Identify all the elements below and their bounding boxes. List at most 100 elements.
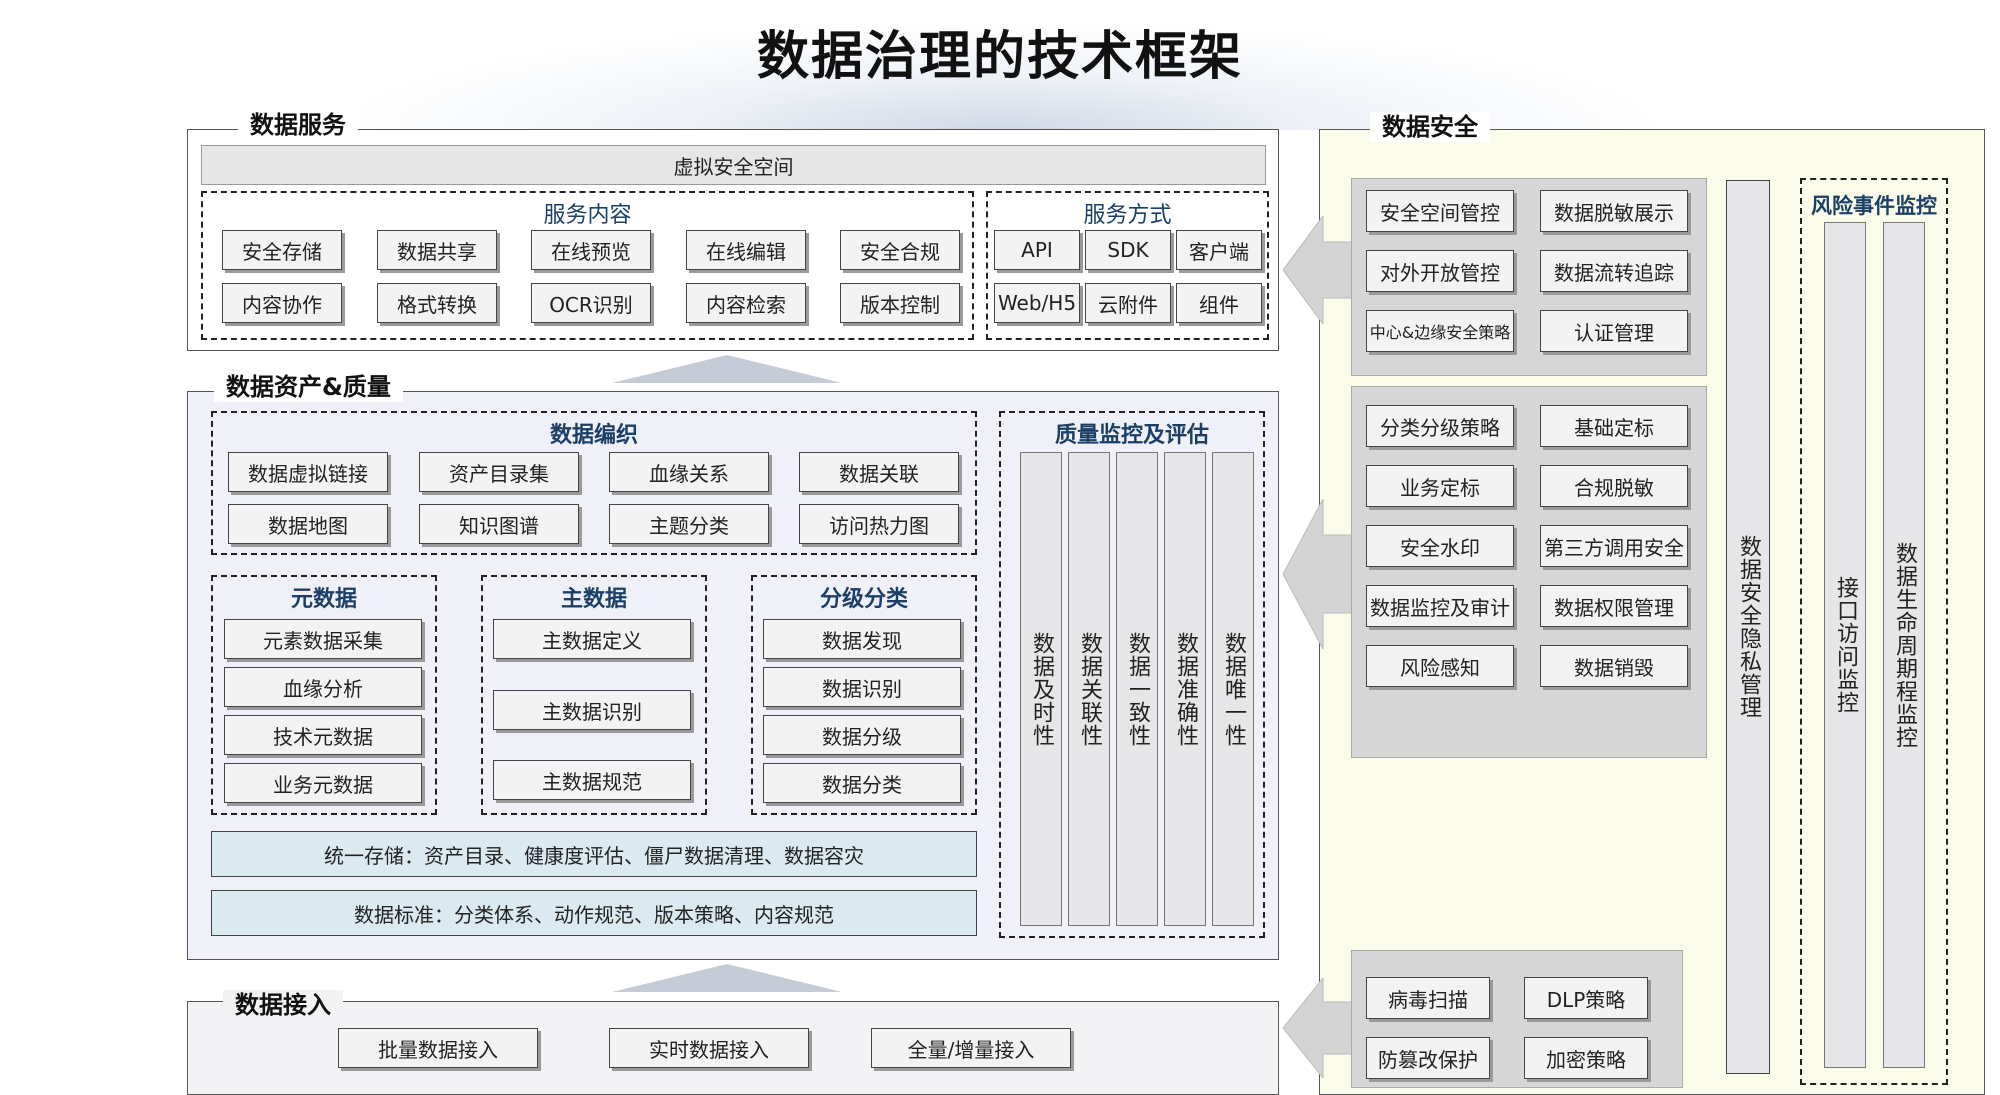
metadata-item: 业务元数据 (224, 763, 422, 803)
service-content-title: 服务内容 (543, 203, 632, 228)
risk-monitor-item-label: 接口访问监控 (1833, 576, 1858, 714)
weaving-item: 数据关联 (799, 452, 959, 492)
master-data-item: 主数据定义 (493, 619, 691, 659)
risk-monitor-title: 风险事件监控 (1811, 194, 1937, 218)
grading-item: 数据发现 (763, 619, 961, 659)
grading-title: 分级分类 (819, 587, 908, 612)
data-standard-bar: 数据标准：分类体系、动作规范、版本策略、内容规范 (211, 890, 977, 936)
weaving-item: 访问热力图 (799, 504, 959, 544)
quality-item: 数据唯一性 (1212, 452, 1254, 926)
security-item: 业务定标 (1366, 465, 1514, 507)
security-item: 对外开放管控 (1366, 250, 1514, 292)
master-data-group: 主数据 (481, 575, 707, 815)
quality-item-label: 数据一致性 (1125, 631, 1150, 747)
security-item: 合规脱敏 (1540, 465, 1688, 507)
service-content-item: 格式转换 (377, 283, 497, 323)
quality-item: 数据及时性 (1020, 452, 1062, 926)
weaving-item: 数据虚拟链接 (228, 452, 388, 492)
arrow-up-to-assets (612, 964, 842, 992)
arrow-left-to-assets (1283, 499, 1353, 649)
master-data-item: 主数据识别 (493, 690, 691, 730)
quality-item-label: 数据及时性 (1029, 631, 1054, 747)
risk-monitor-group: 风险事件监控 (1800, 178, 1948, 1085)
title-glow (330, 20, 1670, 130)
security-item: 数据监控及审计 (1366, 585, 1514, 627)
unified-storage-bar: 统一存储：资产目录、健康度评估、僵尸数据清理、数据容灾 (211, 831, 977, 877)
risk-monitor-item: 接口访问监控 (1824, 222, 1866, 1068)
security-item: 中心&边缘安全策略 (1366, 310, 1514, 352)
data-security-title: 数据安全 (1370, 112, 1490, 142)
data-weaving-group: 数据编织 (211, 411, 977, 555)
security-item: 安全空间管控 (1366, 190, 1514, 232)
security-item: 分类分级策略 (1366, 405, 1514, 447)
quality-monitor-title: 质量监控及评估 (1054, 423, 1209, 448)
quality-item: 数据一致性 (1116, 452, 1158, 926)
security-item: 数据流转追踪 (1540, 250, 1688, 292)
risk-monitor-item-label: 数据生命周期程监控 (1892, 541, 1917, 749)
service-content-item: 数据共享 (377, 230, 497, 270)
weaving-item: 血缘关系 (609, 452, 769, 492)
master-data-title: 主数据 (560, 587, 627, 612)
access-item: 实时数据接入 (609, 1028, 809, 1068)
metadata-item: 血缘分析 (224, 667, 422, 707)
security-item: 数据脱敏展示 (1540, 190, 1688, 232)
metadata-item: 技术元数据 (224, 715, 422, 755)
weaving-item: 资产目录集 (419, 452, 579, 492)
security-item: 病毒扫描 (1366, 977, 1490, 1019)
security-item: 第三方调用安全 (1540, 525, 1688, 567)
security-item: DLP策略 (1524, 977, 1648, 1019)
data-service-title: 数据服务 (238, 110, 358, 140)
security-item: 加密策略 (1524, 1037, 1648, 1079)
security-item: 认证管理 (1540, 310, 1688, 352)
arrow-left-to-access (1283, 978, 1353, 1078)
grading-item: 数据分级 (763, 715, 961, 755)
service-content-item: 安全合规 (840, 230, 960, 270)
data-weaving-title: 数据编织 (549, 423, 638, 448)
weaving-item: 数据地图 (228, 504, 388, 544)
service-method-item: API (994, 230, 1080, 270)
grading-item: 数据识别 (763, 667, 961, 707)
service-method-group: 服务方式 (986, 191, 1269, 340)
security-item: 数据权限管理 (1540, 585, 1688, 627)
service-content-item: OCR识别 (531, 283, 651, 323)
grading-item: 数据分类 (763, 763, 961, 803)
privacy-management-label: 数据安全隐私管理 (1736, 535, 1761, 719)
service-method-item: 客户端 (1176, 230, 1262, 270)
service-content-group: 服务内容 (201, 191, 974, 340)
service-method-title: 服务方式 (1083, 203, 1172, 228)
quality-item-label: 数据唯一性 (1221, 631, 1246, 747)
access-item: 批量数据接入 (338, 1028, 538, 1068)
service-content-item: 在线编辑 (686, 230, 806, 270)
metadata-group: 元数据 (211, 575, 437, 815)
service-content-item: 内容协作 (222, 283, 342, 323)
metadata-title: 元数据 (290, 587, 357, 612)
quality-monitor-group: 质量监控及评估 (999, 411, 1265, 938)
metadata-item: 元素数据采集 (224, 619, 422, 659)
security-group-2 (1351, 386, 1707, 758)
virtual-space-bar: 虚拟安全空间 (201, 145, 1266, 185)
quality-item-label: 数据准确性 (1173, 631, 1198, 747)
arrow-left-to-service (1283, 216, 1353, 324)
service-content-item: 在线预览 (531, 230, 651, 270)
quality-item: 数据关联性 (1068, 452, 1110, 926)
security-item: 安全水印 (1366, 525, 1514, 567)
data-access-title: 数据接入 (223, 990, 343, 1020)
risk-monitor-item: 数据生命周期程监控 (1883, 222, 1925, 1068)
security-item: 基础定标 (1540, 405, 1688, 447)
quality-item-label: 数据关联性 (1077, 631, 1102, 747)
weaving-item: 知识图谱 (419, 504, 579, 544)
service-method-item: Web/H5 (994, 283, 1080, 323)
asset-quality-title: 数据资产&质量 (214, 372, 403, 402)
service-content-item: 安全存储 (222, 230, 342, 270)
service-method-item: 组件 (1176, 283, 1262, 323)
security-item: 防篡改保护 (1366, 1037, 1490, 1079)
quality-item: 数据准确性 (1164, 452, 1206, 926)
service-content-item: 内容检索 (686, 283, 806, 323)
page-title: 数据治理的技术框架 (756, 27, 1243, 87)
weaving-item: 主题分类 (609, 504, 769, 544)
service-method-item: SDK (1085, 230, 1171, 270)
master-data-item: 主数据规范 (493, 760, 691, 800)
security-item: 数据销毁 (1540, 645, 1688, 687)
service-method-item: 云附件 (1085, 283, 1171, 323)
arrow-up-to-service (612, 355, 842, 383)
